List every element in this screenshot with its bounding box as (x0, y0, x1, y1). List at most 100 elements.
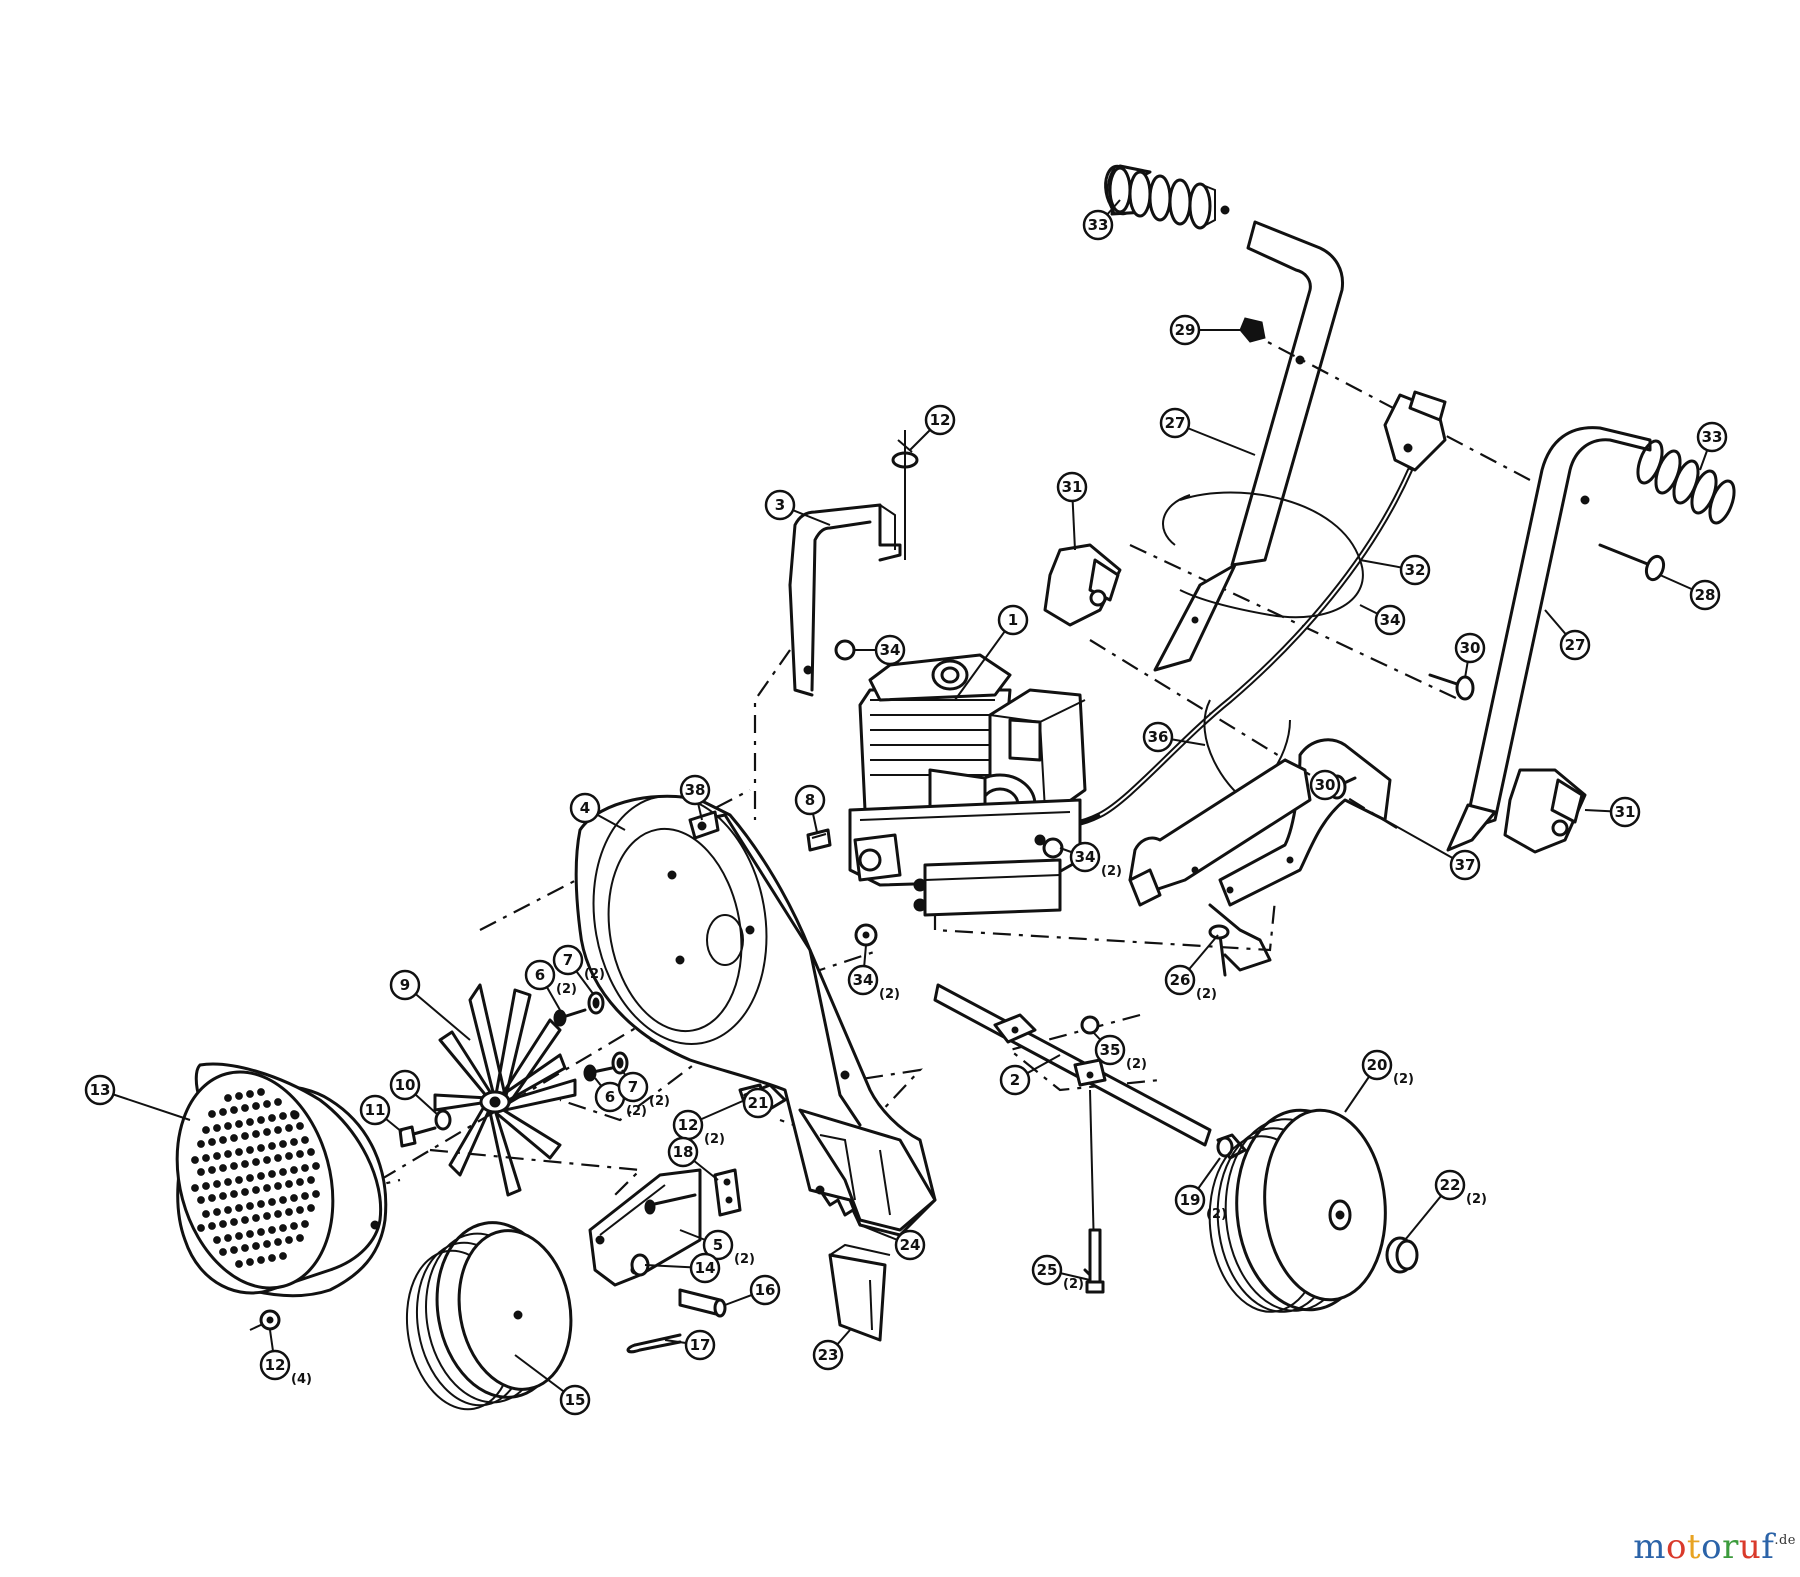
callout-quantity: (2) (1206, 1207, 1227, 1222)
callout-circle (359, 1094, 391, 1126)
bolt-part-38 (675, 810, 720, 965)
watermark-logo: motoruf.de (1633, 1527, 1796, 1567)
callout-number: 20 (1367, 1056, 1388, 1074)
callout-number: 5 (713, 1236, 723, 1254)
callout-number: 11 (365, 1101, 386, 1119)
callout-c4: 4 (569, 792, 626, 831)
callout-c13: 13 (84, 1074, 191, 1121)
screen-cover-part-13 (175, 1062, 388, 1298)
callout-number: 27 (1565, 636, 1586, 654)
nut-part-35 (1080, 1015, 1100, 1035)
callout-circle (997, 604, 1029, 636)
callout-quantity: (2) (1101, 864, 1122, 879)
callout-circle (559, 1384, 591, 1416)
callout-circle (1374, 604, 1406, 636)
callout-leader-line (954, 619, 1014, 701)
pin-part-16 (678, 1288, 727, 1318)
wheel-part-20 (1208, 1108, 1387, 1313)
deflector-part-23 (828, 1243, 891, 1342)
callout-number: 7 (628, 1078, 638, 1096)
callout-number: 30 (1460, 639, 1481, 657)
callout-circle (667, 1136, 699, 1168)
watermark-letter: t (1686, 1527, 1702, 1567)
callout-circle (847, 964, 879, 996)
nut-part-34-right (1042, 837, 1064, 859)
callout-quantity: (2) (734, 1252, 755, 1267)
callout-number: 30 (1315, 776, 1336, 794)
callout-number: 24 (900, 1236, 921, 1254)
callout-quantity: (2) (1466, 1192, 1487, 1207)
callout-circle (742, 1087, 774, 1119)
callout-c6a: 6(2) (524, 959, 577, 1011)
callout-number: 31 (1062, 478, 1083, 496)
callout-number: 21 (748, 1094, 769, 1112)
callout-circle (764, 489, 796, 521)
callout-number: 28 (1695, 586, 1716, 604)
callout-circle (1069, 841, 1101, 873)
callout-quantity: (2) (704, 1132, 725, 1147)
nut-part-12-bottom (249, 1309, 281, 1331)
callout-circle (1142, 721, 1174, 753)
callout-circle (1082, 209, 1114, 241)
callout-circle (894, 1229, 926, 1261)
callout-c37: 37 (1384, 819, 1481, 881)
callout-c17: 17 (664, 1329, 716, 1361)
callout-number: 13 (90, 1081, 111, 1099)
callout-circle (1031, 1254, 1063, 1286)
wheel-part-15 (405, 1221, 573, 1411)
callout-c2: 2 (999, 1054, 1061, 1096)
callout-circle (749, 1274, 781, 1306)
callout-number: 12 (678, 1116, 699, 1134)
callout-quantity: (2) (1126, 1057, 1147, 1072)
callout-number: 8 (805, 791, 815, 809)
callout-number: 26 (1170, 971, 1191, 989)
callout-number: 27 (1165, 414, 1186, 432)
callout-circle (1174, 1184, 1206, 1216)
callout-number: 38 (685, 781, 706, 799)
callout-number: 23 (818, 1346, 839, 1364)
callout-number: 12 (265, 1356, 286, 1374)
callout-circle (924, 404, 956, 436)
nut-part-34-left (854, 923, 878, 947)
callout-c26: 26(2) (1164, 934, 1219, 1002)
callout-circle (552, 944, 584, 976)
watermark-letter: u (1738, 1527, 1762, 1567)
callout-number: 36 (1148, 728, 1169, 746)
callout-number: 6 (605, 1088, 615, 1106)
handle-tube-right (1446, 426, 1652, 852)
key-part-8 (806, 828, 832, 852)
callout-c30a: 30 (1454, 632, 1486, 679)
callout-number: 18 (673, 1143, 694, 1161)
callout-c31b: 31 (1584, 796, 1641, 828)
handle-tube-left (1153, 220, 1345, 672)
callout-circle (1309, 769, 1341, 801)
callout-circle (569, 792, 601, 824)
callout-quantity: (4) (291, 1372, 312, 1387)
callout-number: 2 (1010, 1071, 1020, 1089)
washer-part-7-upper (587, 991, 605, 1015)
callout-c11: 11 (359, 1094, 403, 1133)
spring-part-24 (815, 1185, 862, 1227)
callout-number: 34 (1380, 611, 1401, 629)
axle-part-2 (933, 983, 1212, 1291)
callout-number: 34 (1075, 848, 1096, 866)
throttle-cable (1057, 467, 1413, 828)
callout-c27a: 27 (1159, 407, 1256, 456)
callout-number: 34 (853, 971, 874, 989)
callout-c16: 16 (724, 1274, 781, 1306)
callout-circle (1689, 579, 1721, 611)
callout-c6b: 6(2) (594, 1077, 647, 1119)
clip-part-17 (626, 1333, 682, 1354)
callout-c12a: 12 (909, 404, 956, 451)
callout-c8: 8 (794, 784, 826, 833)
callout-circle (389, 969, 421, 1001)
bolt-part-26 (1208, 924, 1230, 977)
callout-c34a: 34 (855, 634, 906, 666)
callout-number: 10 (395, 1076, 416, 1094)
callout-c5: 5 (2) (679, 1229, 755, 1267)
callout-circle (84, 1074, 116, 1106)
washer-part-10 (434, 1109, 452, 1131)
callout-quantity: (2) (649, 1094, 670, 1109)
throttle-control (1383, 390, 1447, 472)
